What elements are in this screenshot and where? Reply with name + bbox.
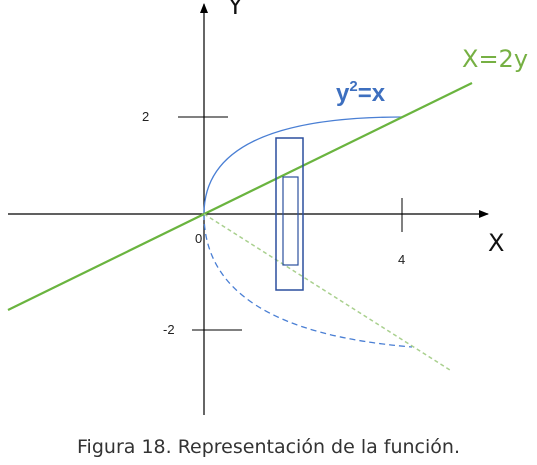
figure-caption: Figura 18. Representación de la función. <box>77 436 460 458</box>
line-equation-label: X=2y <box>462 45 528 73</box>
tick-label-y2: 2 <box>142 109 149 124</box>
parabola-lower-branch <box>203 213 413 348</box>
tick-label-x4: 4 <box>398 252 405 267</box>
tick-label-yneg2: -2 <box>163 322 175 337</box>
line-reflection-dashed <box>203 213 451 371</box>
y-axis-label: Y <box>227 0 243 20</box>
x-axis-label: X <box>488 229 504 257</box>
line-x-equals-2y <box>7 82 473 311</box>
inner-rectangle <box>282 176 299 266</box>
outer-rectangle <box>275 137 304 291</box>
parabola-upper-branch <box>203 116 403 215</box>
curve-equation-label: y2=x <box>336 78 386 107</box>
tick-label-origin: 0 <box>195 231 202 246</box>
